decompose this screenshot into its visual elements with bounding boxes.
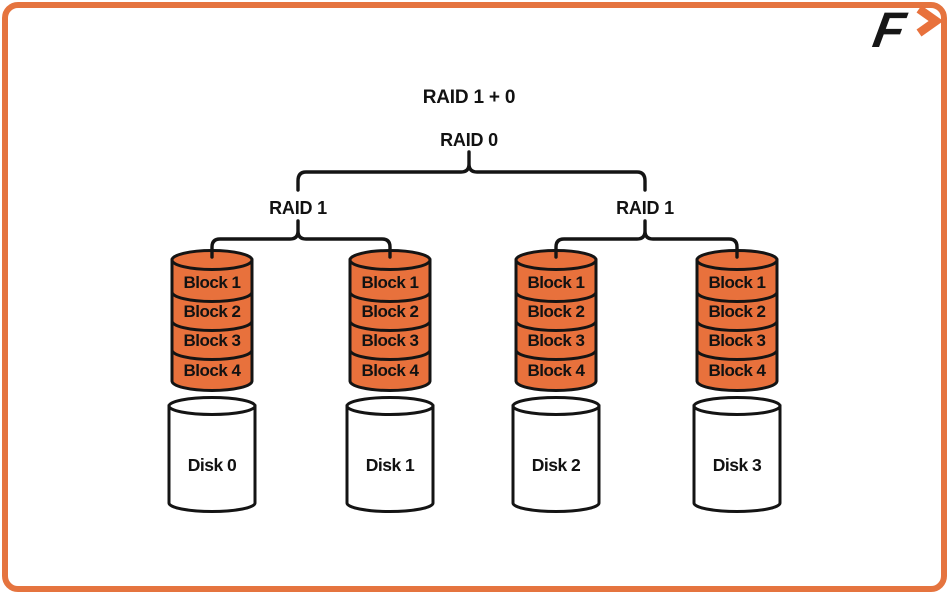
raid0-label: RAID 0 [440, 130, 498, 150]
block-label: Block 4 [362, 361, 420, 380]
block-stack: Block 1 Block 2 Block 3 Block 4 [695, 249, 779, 392]
disk-cylinder: Disk 0 [167, 396, 257, 513]
raid1-left-label: RAID 1 [269, 198, 327, 218]
disk-label: Disk 1 [366, 455, 415, 475]
logo-letter-f: F [869, 1, 911, 58]
block-label: Block 4 [528, 361, 586, 380]
block-label: Block 2 [362, 302, 419, 321]
block-label: Block 4 [184, 361, 242, 380]
raid1-left-brace [210, 219, 392, 259]
raid0-brace [296, 150, 647, 192]
block-stack: Block 1 Block 2 Block 3 Block 4 [170, 249, 254, 392]
block-label: Block 3 [362, 331, 419, 350]
logo-right-chevron-icon [916, 5, 944, 37]
block-label: Block 2 [528, 302, 585, 321]
disk-label: Disk 3 [713, 455, 762, 475]
disk-cylinder: Disk 1 [345, 396, 435, 513]
block-label: Block 2 [709, 302, 766, 321]
brand-logo: F [869, 1, 944, 58]
block-label: Block 1 [528, 273, 585, 292]
disk-cylinder: Disk 2 [511, 396, 601, 513]
block-label: Block 3 [184, 331, 241, 350]
disk-label: Disk 0 [188, 455, 237, 475]
raid1-right-brace [554, 219, 739, 259]
block-stack: Block 1 Block 2 Block 3 Block 4 [514, 249, 598, 392]
block-label: Block 3 [528, 331, 585, 350]
disk-label: Disk 2 [532, 455, 581, 475]
block-label: Block 1 [709, 273, 766, 292]
block-label: Block 2 [184, 302, 241, 321]
block-stack: Block 1 Block 2 Block 3 Block 4 [348, 249, 432, 392]
block-label: Block 4 [709, 361, 767, 380]
raid1-right-label: RAID 1 [616, 198, 674, 218]
block-label: Block 3 [709, 331, 766, 350]
block-label: Block 1 [184, 273, 241, 292]
block-label: Block 1 [362, 273, 419, 292]
diagram-title: RAID 1 + 0 [423, 87, 516, 108]
disk-cylinder: Disk 3 [692, 396, 782, 513]
